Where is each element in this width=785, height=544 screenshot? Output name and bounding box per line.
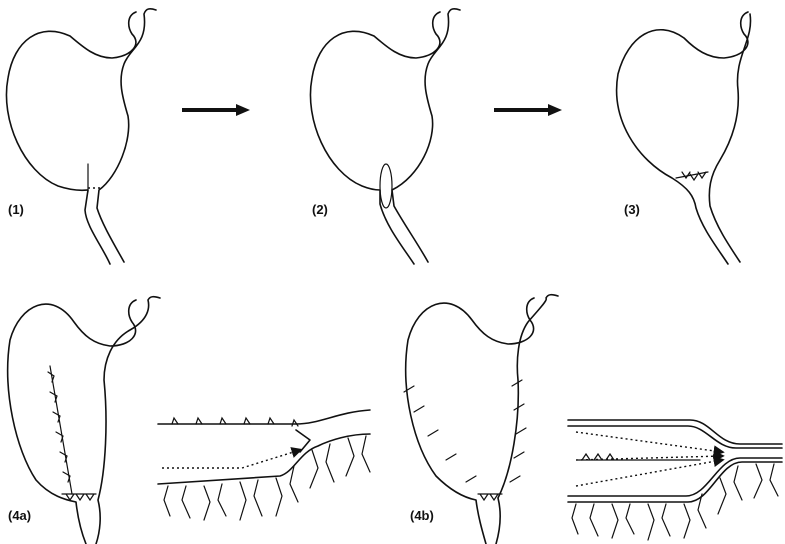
panel-4b-stomach [403,293,559,544]
panel-1-stomach [5,8,157,265]
panel-label-4a: (4a) [8,508,31,523]
right-arrow-icon [494,104,562,116]
right-arrow-icon [182,104,250,116]
panel-4b-cross-section [567,419,783,541]
panel-label-3: (3) [624,202,640,217]
panel-4a-stomach [6,295,161,544]
panel-label-1: (1) [8,202,24,217]
panel-2-stomach [309,8,461,265]
panel-4a-cross-section [157,409,371,521]
panel-label-4b: (4b) [410,508,434,523]
panel-3-stomach [615,11,752,265]
panel-label-2: (2) [312,202,328,217]
